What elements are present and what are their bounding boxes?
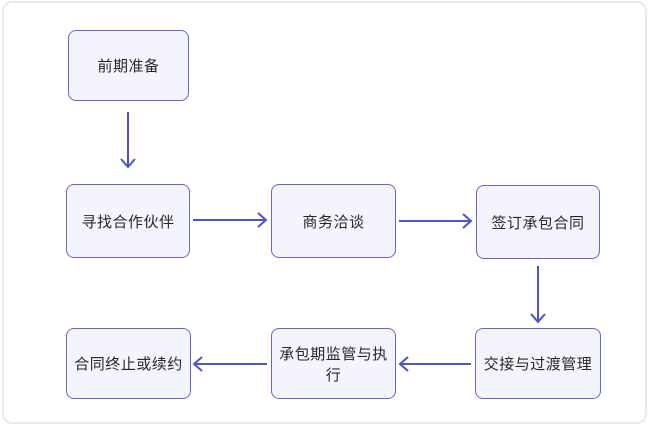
flow-node-label: 合同终止或续约 [74,356,183,373]
flow-node-negotiate: 商务洽谈 [271,184,396,258]
arrow-prep-to-find-partner [120,112,136,169]
flow-node-find-partner: 寻找合作伙伴 [66,184,190,258]
arrow-sign-contract-to-handover [530,266,546,324]
arrow-handover-to-supervise [398,356,471,372]
flow-node-supervise: 承包期监管与执行 [271,328,396,399]
flow-node-label: 商务洽谈 [302,213,365,231]
flow-node-sign-contract: 签订承包合同 [476,185,600,259]
flow-node-label: 交接与过渡管理 [483,356,593,373]
arrow-supervise-to-terminate-renew [192,356,267,372]
flow-node-label: 签订承包合同 [491,214,585,232]
flow-node-label: 寻找合作伙伴 [81,213,175,231]
flow-node-prep: 前期准备 [68,30,189,101]
flow-node-label: 承包期监管与执行 [279,345,388,384]
flow-node-label: 前期准备 [97,58,160,75]
flow-node-handover: 交接与过渡管理 [475,328,601,399]
flow-node-terminate-renew: 合同终止或续约 [66,328,191,399]
arrow-negotiate-to-sign-contract [399,213,473,229]
arrow-find-partner-to-negotiate [193,212,268,228]
